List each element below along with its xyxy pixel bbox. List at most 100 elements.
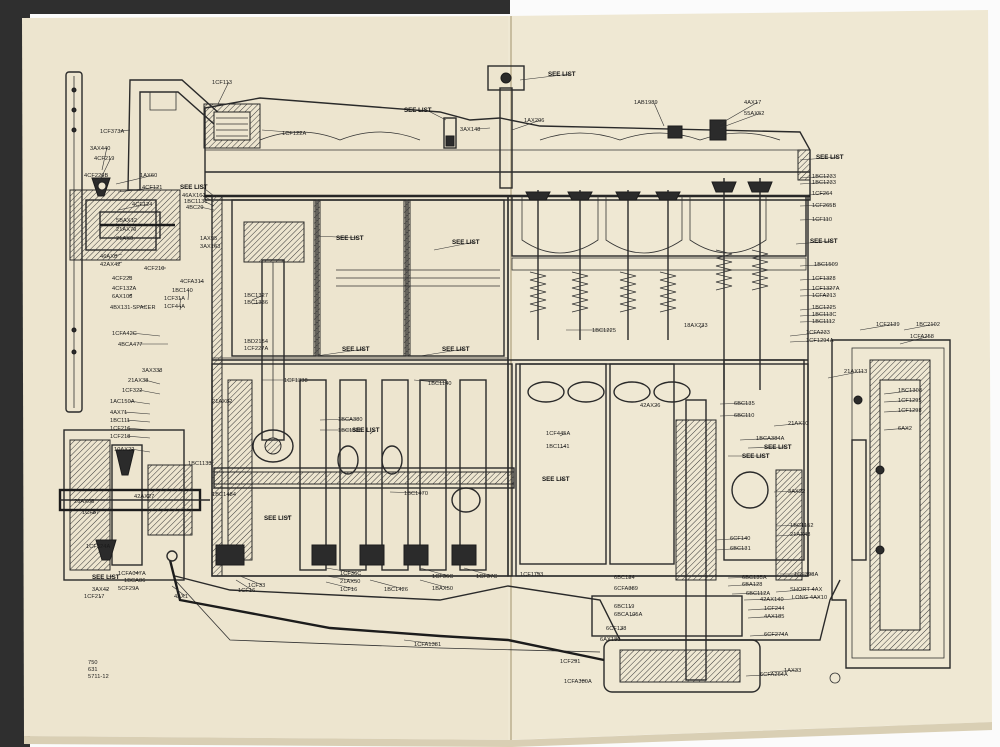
callout-label: 6BC131 [730,546,751,552]
callout-leader [799,277,832,281]
callout-label: 1BCA86 [124,578,145,584]
callout-leader [261,129,302,134]
callout-leader [187,289,190,301]
callout-label: 1BC1470 [404,491,428,497]
callout-leader [747,446,787,449]
callout-label: 4AX185 [764,614,785,620]
callout-label: 4BCA477 [118,342,143,348]
callout-leader [799,306,832,311]
callout-label: 21AX8 [116,236,133,242]
callout-label: 1BC1233 [812,174,836,180]
callout-label: 1CFA213 [812,293,836,299]
callout-label: 1CF445A [546,431,571,437]
callout-label: 21AX10 [788,421,809,427]
callout-leader [883,409,918,413]
callout-label: 6CF138 [606,626,627,632]
callout-leader [419,348,465,357]
callout-label: 1AC150A [110,399,135,405]
callout-leader [629,605,632,609]
callout-leader [775,524,810,527]
callout-leader [105,588,109,591]
callout-label: 1CFA047A [118,571,146,577]
callout-label: 4CF228 [112,276,133,282]
callout-label: 1CF291 [560,659,581,665]
callout-leader [773,422,805,427]
callout-leader [95,174,104,183]
callout-label: 1CFA258 [910,334,934,340]
callout-label: 1CF218 [110,434,131,440]
callout-label: 6CF140 [730,536,751,542]
callout-label: 1CF217 [84,594,105,600]
callout-leader [239,575,263,586]
callout-leader [101,157,112,177]
callout-label: 3AX22 [788,489,805,495]
callout-leader [799,204,832,207]
callout-label: SHORT 4AX [790,587,823,593]
callout-label: SEE LIST [442,346,470,353]
side-water-pump-housing [831,339,951,669]
callout-label: 3AX163 [200,244,221,250]
callout-label: 21AX113 [844,369,867,375]
callout-leader [158,369,161,373]
page-mark [829,672,841,684]
callout-leader [727,583,759,587]
callout-label: 1CF216 [110,426,131,432]
water-outlet-housing [127,79,261,191]
callout-leader [419,579,449,589]
callout-label: 6BC119 [614,604,634,610]
callout-label: LONG 4AX10 [792,595,827,601]
callout-label: 1CF1298 [898,408,922,414]
callout-label: 1CF113 [212,80,232,86]
callout-leader [619,627,623,631]
callout-leader [799,181,832,185]
callout-leader [207,461,215,464]
callout-label: 1BC1141 [546,444,570,450]
front-pulley-hub [69,177,181,261]
callout-label: 1CFA42C [112,331,137,337]
callout-leader [99,595,102,599]
callout-leader [403,639,437,645]
callout-leader [613,638,617,641]
callout-label: 55AX52 [744,111,765,117]
callout-label: 4AX71 [110,410,127,416]
callout-label: SEE LIST [180,184,208,191]
callout-leader [799,313,832,317]
callout-label: SEE LIST [742,453,770,460]
callout-label: SEE LIST [352,427,380,434]
callout-label: 4BC29 [186,205,204,211]
callout-label: 1CF16 [238,588,255,594]
callout-label: 6AX2 [898,426,912,432]
callout-leader [369,579,404,590]
callout-leader [773,490,803,493]
callout-leader [899,335,930,345]
callout-leader [629,613,637,617]
callout-label: 1BC1509 [814,262,838,268]
callout-label: SEE LIST [764,444,792,451]
callout-leader [199,206,215,211]
callout-label: 5CF29A [118,586,139,592]
callout-label: 1CF324A [86,544,111,550]
callout-label: 6CFA264A [760,672,788,678]
callout-leader [749,633,784,637]
callout-label: 1BC1484 [212,492,236,498]
callout-label: 1BCA384A [756,436,785,442]
oil-pan [174,575,841,693]
callout-leader [369,429,375,435]
corner-code: 750 631 5711-12 [88,660,109,680]
callout-leader [789,331,826,337]
callout-leader [769,669,799,673]
callout-label: SEE LIST [816,154,844,161]
callout-label: 1BC111 [110,418,130,424]
callout-leader [113,253,123,257]
callout-label: 3AX440 [90,146,111,152]
callout-leader [511,119,541,131]
callout-leader [203,200,215,207]
callout-label: 10AX22 [114,447,135,453]
callout-label: 18AX233 [684,323,708,329]
callout-label: 6BA128 [742,582,763,588]
callout-label: 46AX8 [100,254,117,260]
callout-label: 1BC1233 [812,180,836,186]
callout-label: SEE LIST [452,239,480,246]
callout-label: 42AX42 [100,262,121,268]
callout-label: 1BC1308 [898,388,922,394]
